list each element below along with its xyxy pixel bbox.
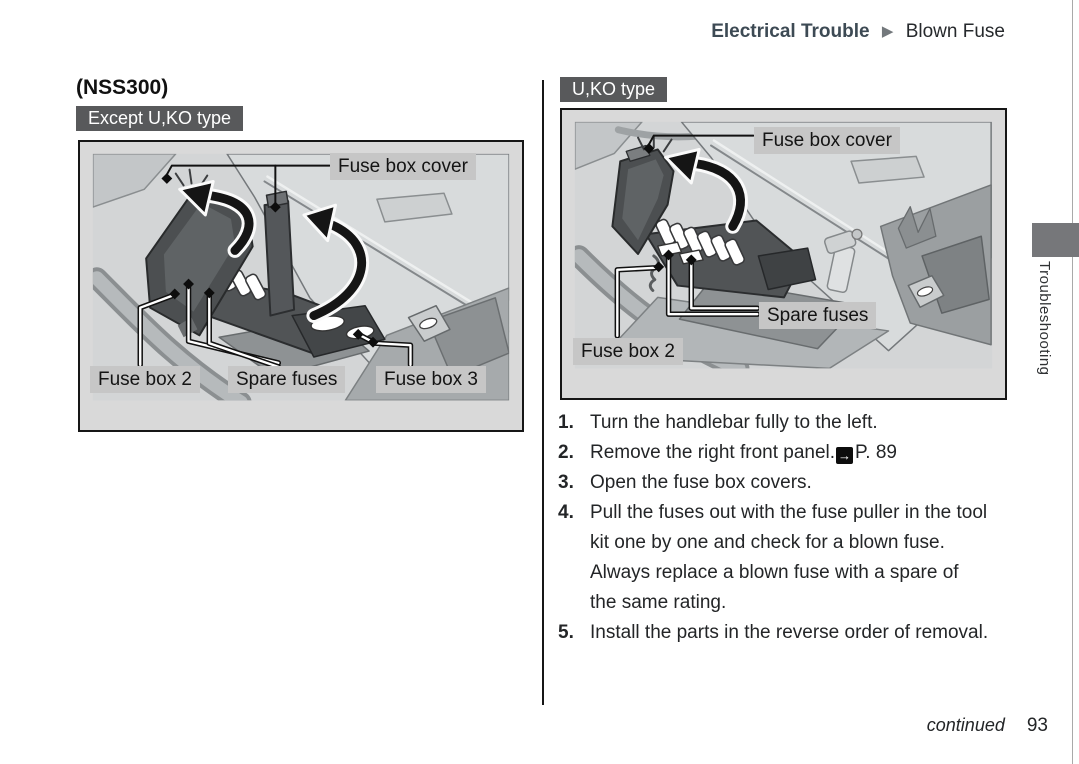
- continued-label: continued: [926, 715, 1005, 735]
- rotate-open-arrow-icon: [302, 203, 370, 323]
- column-divider: [542, 80, 544, 705]
- step-item: 1. Turn the handlebar fully to the left.: [558, 408, 990, 438]
- page-footer: continued 93: [927, 715, 1048, 737]
- step-text-main: Remove the right front panel.: [590, 442, 836, 463]
- step-number: 3.: [558, 472, 574, 493]
- variant-badge-uko: U,KO type: [560, 77, 668, 102]
- step-item: 3. Open the fuse box covers.: [558, 468, 990, 498]
- page-number: 93: [1026, 715, 1048, 736]
- step-number: 2.: [558, 442, 574, 463]
- step-number: 1.: [558, 412, 574, 433]
- page-ref-arrow-icon: →: [836, 447, 854, 464]
- label-fuse-box-2: Fuse box 2: [90, 366, 200, 393]
- step-number: 5.: [558, 622, 574, 643]
- label-fuse-box-2: Fuse box 2: [573, 338, 683, 365]
- instruction-list: 1. Turn the handlebar fully to the left.…: [558, 408, 990, 648]
- step-text: Pull the fuses out with the fuse puller …: [590, 502, 988, 613]
- fuse-box-cover-open-shape: [611, 134, 675, 292]
- fuse-box-illustration-uko: [574, 121, 993, 369]
- label-spare-fuses: Spare fuses: [228, 366, 346, 393]
- page-ref-link[interactable]: P. 89: [855, 442, 897, 463]
- label-spare-fuses: Spare fuses: [759, 302, 877, 329]
- figure-except-uko: Fuse box cover Fuse box 2 Spare fuses Fu…: [78, 140, 524, 432]
- step-item: 4. Pull the fuses out with the fuse pull…: [558, 498, 990, 618]
- variant-badge-except-uko: Except U,KO type: [76, 106, 244, 131]
- label-fuse-box-3: Fuse box 3: [376, 366, 486, 393]
- step-item: 5. Install the parts in the reverse orde…: [558, 618, 990, 648]
- diamond-markers: [643, 143, 697, 273]
- step-item: 2. Remove the right front panel.→P. 89: [558, 438, 990, 468]
- rotate-open-arrow-icon: [178, 179, 257, 258]
- model-heading: (NSS300): [76, 76, 169, 99]
- step-number: 4.: [558, 502, 574, 523]
- chapter-tab-marker: [1032, 223, 1079, 257]
- fuse-box-illustration-except-uko: [92, 153, 510, 401]
- leader-lines: [137, 164, 414, 370]
- page-edge-line: [1072, 0, 1073, 764]
- chapter-tab-label: Troubleshooting: [1036, 261, 1053, 376]
- breadcrumb-topic: Blown Fuse: [905, 21, 1005, 42]
- step-text: Open the fuse box covers.: [590, 472, 812, 493]
- step-text: Install the parts in the reverse order o…: [590, 622, 989, 643]
- step-text: Turn the handlebar fully to the left.: [590, 412, 878, 433]
- label-fuse-box-cover: Fuse box cover: [754, 127, 900, 154]
- breadcrumb: Electrical Trouble ▶ Blown Fuse: [711, 21, 1005, 43]
- step-text: Remove the right front panel.→P. 89: [590, 438, 990, 468]
- breadcrumb-section: Electrical Trouble: [711, 21, 870, 42]
- fuse-row-shape: [655, 218, 745, 266]
- figure-uko: Fuse box cover Spare fuses Fuse box 2: [560, 108, 1007, 400]
- fuse-box-cover-slim-shape: [263, 190, 296, 317]
- label-fuse-box-cover: Fuse box cover: [330, 153, 476, 180]
- breadcrumb-arrow-icon: ▶: [881, 23, 894, 40]
- cylinder-part-shape: [823, 228, 863, 294]
- leader-lines: [614, 134, 761, 339]
- rotate-open-arrow-icon: [664, 147, 748, 234]
